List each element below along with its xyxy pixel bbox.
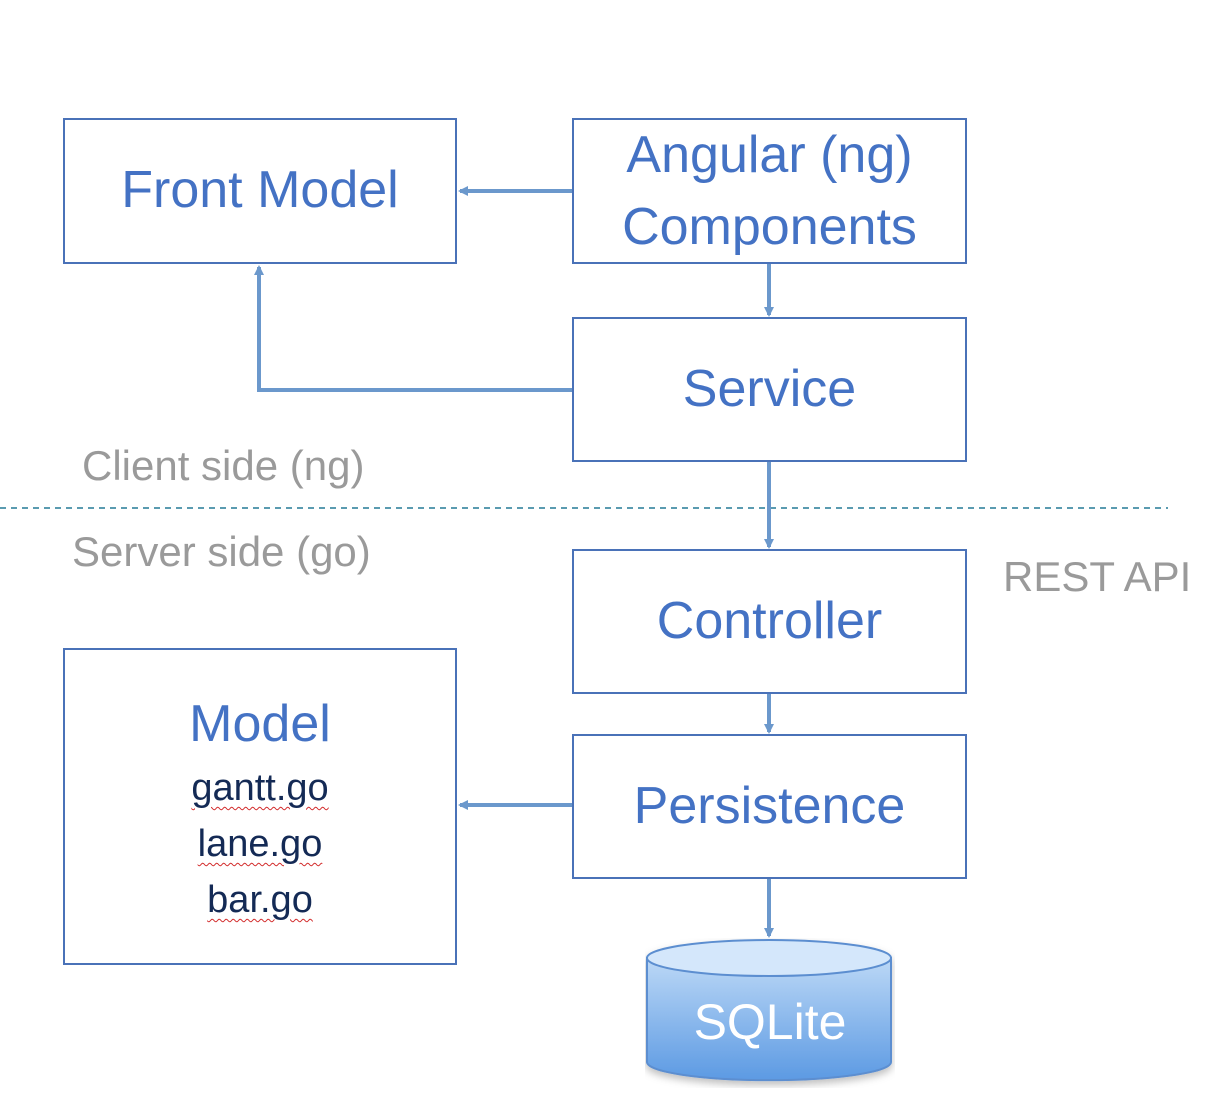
controller-box: Controller bbox=[572, 549, 967, 694]
model-file-gantt: gantt.go bbox=[191, 767, 329, 809]
server-side-label: Server side (go) bbox=[72, 528, 371, 575]
model-file-bar: bar.go bbox=[207, 879, 313, 921]
angular-components-box: Angular (ng) Components bbox=[572, 118, 967, 264]
front-model-label: Front Model bbox=[121, 161, 399, 220]
controller-label: Controller bbox=[656, 591, 883, 650]
arrow-service-to-front-model bbox=[254, 265, 573, 392]
model-file-lane: lane.go bbox=[197, 823, 323, 865]
service-label: Service bbox=[682, 359, 857, 418]
client-side-label: Client side (ng) bbox=[82, 442, 365, 489]
model-box: Model gantt.go lane.go bar.go bbox=[63, 648, 457, 965]
persistence-label: Persistence bbox=[633, 776, 906, 835]
sqlite-database-icon bbox=[646, 939, 892, 1082]
sqlite-label: SQLite bbox=[693, 994, 847, 1050]
rest-api-label: REST API bbox=[1003, 553, 1192, 600]
persistence-box: Persistence bbox=[572, 734, 967, 879]
service-box: Service bbox=[572, 317, 967, 462]
angular-components-label-line1: Angular (ng) bbox=[626, 126, 913, 184]
model-label: Model bbox=[189, 695, 331, 753]
angular-components-label-line2: Components bbox=[622, 198, 917, 256]
front-model-box: Front Model bbox=[63, 118, 457, 264]
